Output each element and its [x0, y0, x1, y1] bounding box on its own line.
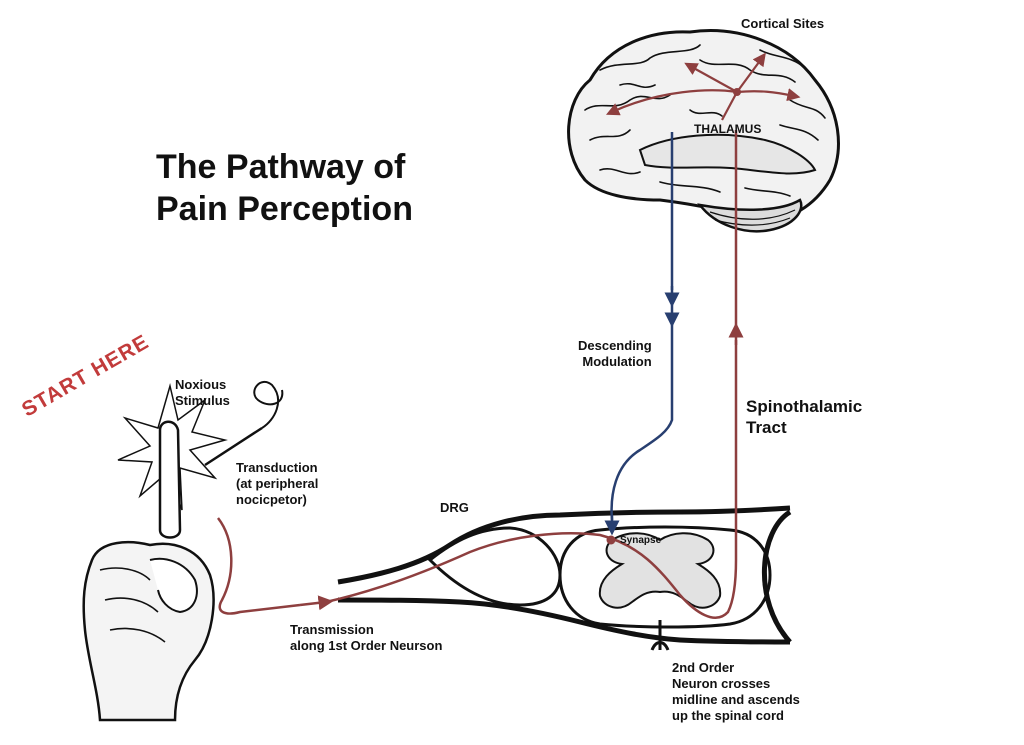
descending-pathway — [604, 132, 680, 536]
drg-label: DRG — [440, 500, 469, 515]
cortical-sites-label: Cortical Sites — [741, 16, 825, 31]
synapse-label: Synapse — [620, 535, 662, 546]
dorsal-root-ganglion — [427, 526, 562, 607]
transduction-label: Transduction (at peripheral nocicpetor) — [236, 460, 319, 507]
cerebellum — [697, 198, 803, 233]
thalamus-label: THALAMUS — [694, 122, 762, 136]
noxious-stimulus-label: Noxious Stimulus — [175, 377, 230, 408]
descending-modulation-label: Descending Modulation — [578, 338, 652, 369]
cortical-projection-arrows — [605, 52, 801, 121]
synapse-dot — [606, 535, 616, 545]
needle — [204, 426, 263, 467]
diagram-title: The Pathway of Pain Perception — [156, 148, 413, 228]
second-order-neuron-label: 2nd Order Neuron crosses midline and asc… — [672, 660, 800, 723]
index-finger — [158, 420, 182, 539]
transmission-label: Transmission along 1st Order Neurson — [290, 622, 443, 653]
hand-illustration — [82, 381, 284, 722]
temporal-lobe — [638, 133, 817, 175]
brain-illustration — [567, 29, 840, 233]
thread — [253, 381, 284, 429]
thalamus-relay-node — [733, 88, 741, 96]
spinothalamic-tract-label: Spinothalamic Tract — [746, 397, 863, 437]
